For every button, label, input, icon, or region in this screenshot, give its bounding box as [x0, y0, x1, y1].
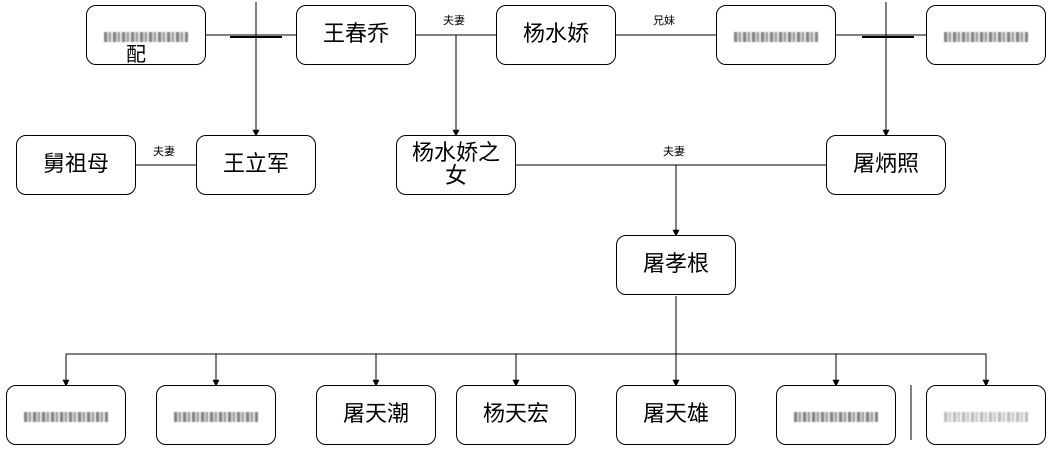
relation-label-spouse-top: 夫妻	[443, 14, 465, 27]
person-node-yang-shuijiao-daughter: 杨水娇之女	[396, 135, 516, 195]
person-name: 王春乔	[322, 22, 389, 48]
person-node-jiu-zumu: 舅祖母	[16, 135, 136, 195]
redacted-name-blur	[103, 31, 189, 42]
person-name: 配	[126, 42, 146, 66]
redacted-name-blur	[173, 411, 259, 422]
person-name: 舅祖母	[42, 152, 109, 178]
person-name: 王立军	[222, 152, 289, 178]
relation-label-spouse-left: 夫妻	[153, 145, 175, 158]
person-node-obscured-child-7	[926, 385, 1046, 445]
person-node-tu-bingzhao: 屠炳照	[826, 135, 946, 195]
redacted-name-blur	[23, 411, 109, 422]
person-node-obscured-child-2	[156, 385, 276, 445]
person-name: 屠天雄	[642, 402, 709, 428]
redacted-name-blur	[793, 411, 879, 422]
person-node-tu-xiaogen: 屠孝根	[616, 235, 736, 295]
redacted-name-blur	[733, 31, 819, 42]
person-node-tu-tianxiong: 屠天雄	[616, 385, 736, 445]
person-node-wang-chunqiao: 王春乔	[296, 5, 416, 65]
person-node-tu-tianchao: 屠天潮	[316, 385, 436, 445]
person-node-obscured-top-left: 配	[86, 5, 206, 65]
person-name: 屠天潮	[342, 402, 409, 428]
person-node-obscured-top-sibling	[716, 5, 836, 65]
person-node-wang-lijun: 王立军	[196, 135, 316, 195]
person-name: 杨水娇	[522, 22, 589, 48]
relation-label-siblings-top: 兄妹	[653, 14, 675, 27]
person-name: 杨天宏	[482, 402, 549, 428]
person-node-yang-shuijiao: 杨水娇	[496, 5, 616, 65]
person-node-obscured-top-right	[926, 5, 1046, 65]
relation-label-spouse-middle: 夫妻	[663, 145, 685, 158]
redacted-name-blur	[943, 31, 1029, 42]
person-node-obscured-child-6	[776, 385, 896, 445]
redacted-name-blur	[943, 411, 1029, 422]
person-node-yang-tianhong: 杨天宏	[456, 385, 576, 445]
person-node-obscured-child-1	[6, 385, 126, 445]
person-name: 杨水娇之女	[411, 140, 500, 189]
person-name: 屠孝根	[642, 252, 709, 278]
person-name: 屠炳照	[852, 152, 919, 178]
